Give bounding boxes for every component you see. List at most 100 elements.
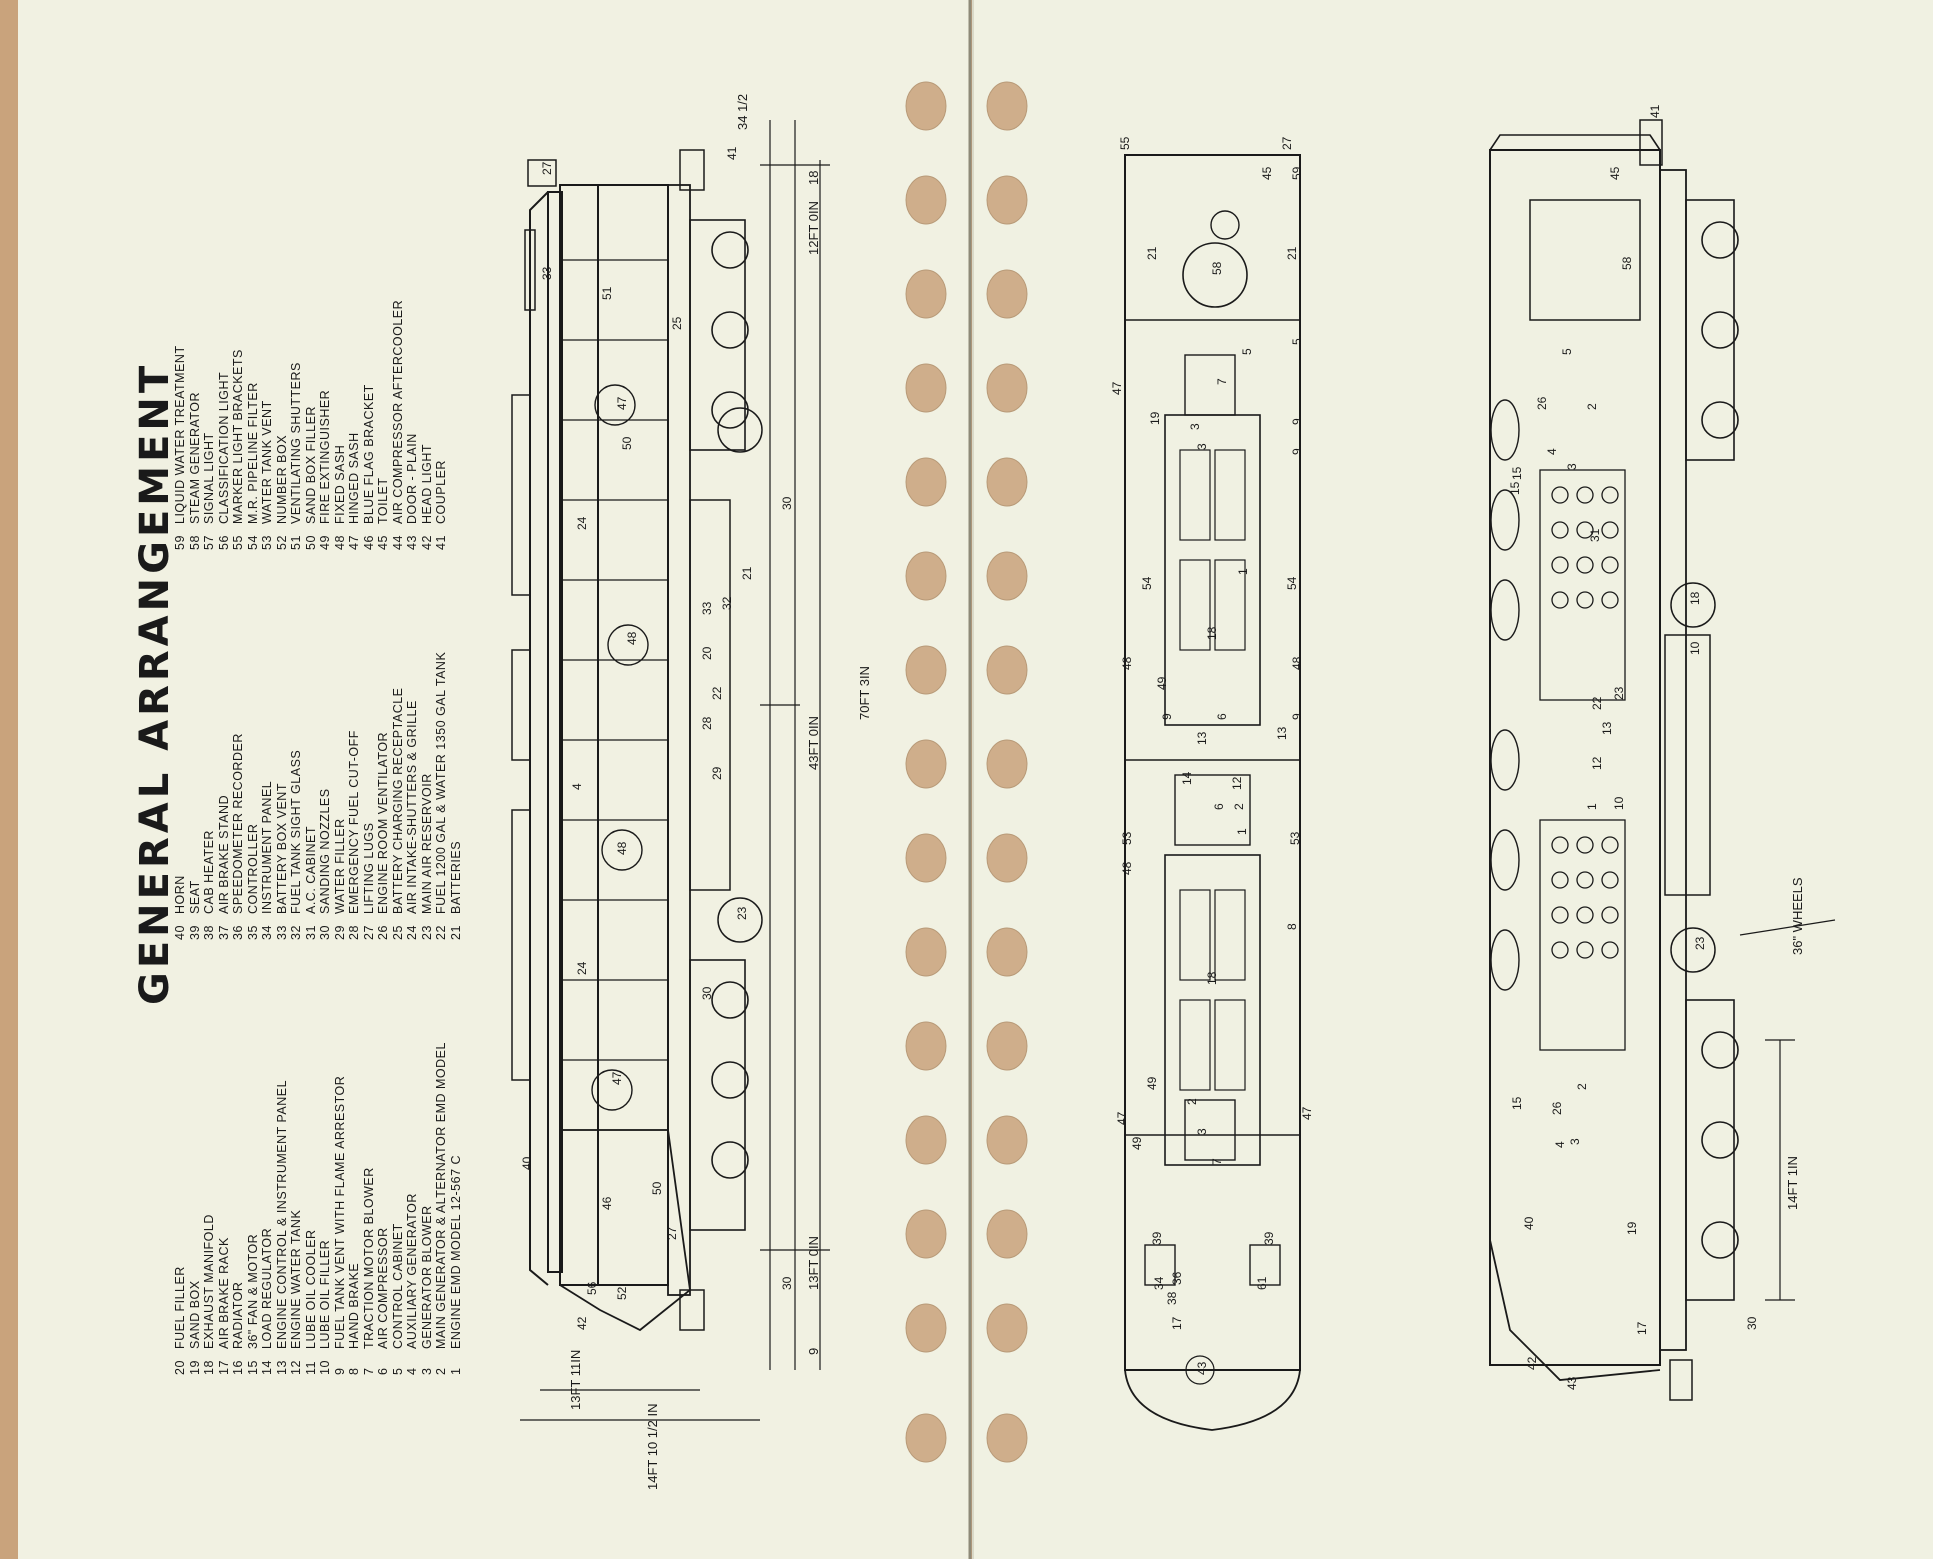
legend-number: 55 (231, 535, 245, 550)
legend-number: 9 (332, 1367, 347, 1375)
legend-text: FUEL 1200 GAL & WATER 1350 GAL TANK (434, 651, 448, 914)
legend-text: FUEL TANK SIGHT GLASS (289, 749, 303, 914)
callout-number: 15 (1510, 1096, 1524, 1110)
legend-number: 37 (216, 925, 231, 940)
legend-text: MAIN AIR RESERVOIR (419, 773, 434, 914)
legend-text: SEAT (187, 880, 202, 914)
legend-text: NUMBER BOX (274, 434, 289, 524)
callout-number: 3 (1195, 1128, 1209, 1135)
legend-text: AUXILIARY GENERATOR (405, 1193, 419, 1349)
callout-number: 23 (735, 906, 749, 920)
legend-number: 42 (419, 535, 434, 550)
legend-item: 52 NUMBER BOX (275, 300, 290, 550)
dim-overall-length: 70FT 3IN (857, 666, 872, 720)
dim-end-gap-front: 9 (806, 1347, 821, 1355)
legend-number: 10 (318, 1360, 332, 1375)
callout-number: 39 (1262, 1231, 1276, 1245)
callout-number: 48 (1290, 656, 1304, 670)
legend-number: 43 (405, 535, 419, 550)
dim-end-gap-rear: 18 (806, 170, 821, 185)
side-section-right (1489, 119, 1836, 1401)
legend-item: 32 FUEL TANK SIGHT GLASS (289, 652, 304, 940)
callout-number: 58 (1620, 256, 1634, 270)
legend-text: CONTROLLER (245, 823, 260, 914)
callout-number: 31 (1588, 528, 1602, 542)
legend-text: FUEL TANK VENT WITH FLAME ARRESTOR (332, 1075, 347, 1349)
callout-number: 4 (1545, 448, 1559, 455)
callout-number: 17 (1170, 1316, 1184, 1330)
legend-text: AIR COMPRESSOR (376, 1227, 390, 1349)
callout-number: 13 (1275, 726, 1289, 740)
callout-number: 4 (570, 783, 584, 790)
legend-number: 38 (202, 925, 216, 940)
legend-number: 46 (361, 535, 376, 550)
dim-truck-centers: 43FT 0IN (806, 716, 821, 770)
legend-text: DOOR - PLAIN (405, 433, 419, 524)
callout-number: 48 (615, 841, 629, 855)
callout-number: 5 (1560, 348, 1574, 355)
legend-number: 52 (274, 535, 289, 550)
legend-number: 20 (173, 1360, 187, 1375)
callout-number: 43 (1195, 1361, 1209, 1375)
callout-number: 48 (1120, 656, 1134, 670)
legend-number: 39 (187, 925, 202, 940)
callout-number: 47 (1110, 381, 1124, 395)
callout-number: 1 (1585, 803, 1599, 810)
legend-text: FIRE EXTINGUISHER (318, 389, 332, 524)
legend-text: GENERATOR BLOWER (419, 1205, 434, 1349)
callout-number: 54 (1140, 576, 1154, 590)
callout-number: 33 (700, 601, 714, 615)
legend-text: AIR BRAKE RACK (216, 1237, 231, 1349)
legend-number: 17 (216, 1360, 231, 1375)
callout-number: 18 (1688, 591, 1702, 605)
callout-number: 22 (1590, 696, 1604, 710)
callout-number: 47 (1300, 1106, 1314, 1120)
legend-text: FUEL FILLER (173, 1266, 187, 1349)
legend-text: M.R. PIPELINE FILTER (245, 382, 260, 524)
callout-number: 23 (1612, 686, 1626, 700)
callout-number: 43 (1565, 1376, 1579, 1390)
legend-number: 40 (173, 925, 187, 940)
legend-text: AIR COMPRESSOR AFTERCOOLER (390, 299, 405, 524)
callout-number: 32 (720, 596, 734, 610)
callout-number: 58 (1210, 261, 1224, 275)
callout-number: 4 (1553, 1141, 1567, 1148)
callout-number: 1 (1235, 828, 1249, 835)
binder-holes-left (905, 81, 947, 1463)
callout-number: 22 (710, 686, 724, 700)
right-page (972, 0, 1933, 1559)
callout-number: 47 (615, 396, 629, 410)
callout-number: 59 (1290, 166, 1304, 180)
callout-number: 53 (1288, 831, 1302, 845)
legend-text: LIFTING LUGS (361, 822, 376, 914)
callout-number: 2 (1585, 403, 1599, 410)
callout-number: 21 (1285, 246, 1299, 260)
legend-text: HEAD LIGHT (419, 443, 434, 524)
legend-number: 32 (289, 925, 303, 940)
legend-item: 9 FUEL TANK VENT WITH FLAME ARRESTOR (333, 1042, 348, 1375)
callout-number: 49 (1145, 1076, 1159, 1090)
legend-text: ENGINE WATER TANK (289, 1209, 303, 1349)
callout-number: 17 (1635, 1321, 1649, 1335)
